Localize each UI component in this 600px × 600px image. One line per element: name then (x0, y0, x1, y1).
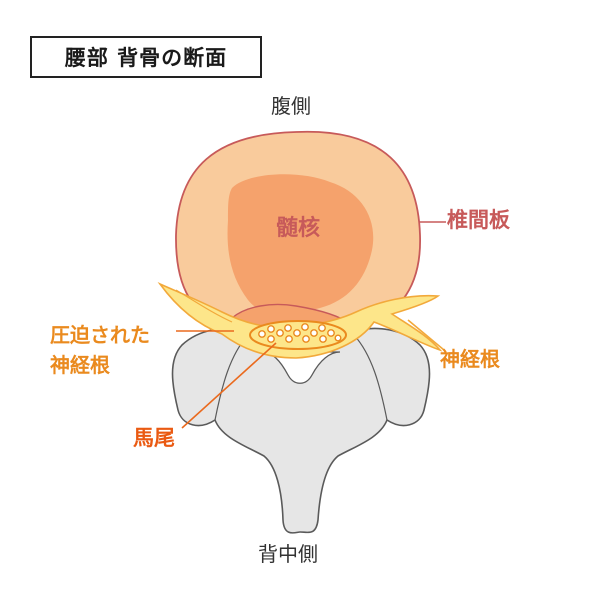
nerve-root-band (157, 282, 443, 359)
compressed-nerve-root (175, 289, 233, 323)
dorsal-label: 背中側 (258, 542, 318, 566)
ventral-label: 腹側 (271, 94, 311, 118)
nucleus-label: 髄核 (276, 216, 321, 241)
nerve-root-leader-line (407, 319, 445, 351)
cauda-equina-leader-line (181, 342, 277, 429)
spinal-canal (261, 351, 341, 384)
vertebra-inner-line-right (353, 334, 388, 421)
page-title: 腰部 背骨の断面 (30, 36, 262, 78)
disc-label: 椎間板 (447, 208, 510, 232)
nerve-root-label: 神経根 (440, 347, 500, 371)
nucleus-pulposus (227, 174, 374, 314)
cauda-equina-label: 馬尾 (133, 426, 175, 450)
compressed-root-label: 圧迫された 神経根 (50, 323, 150, 377)
cauda-equina-fibers (258, 323, 342, 343)
